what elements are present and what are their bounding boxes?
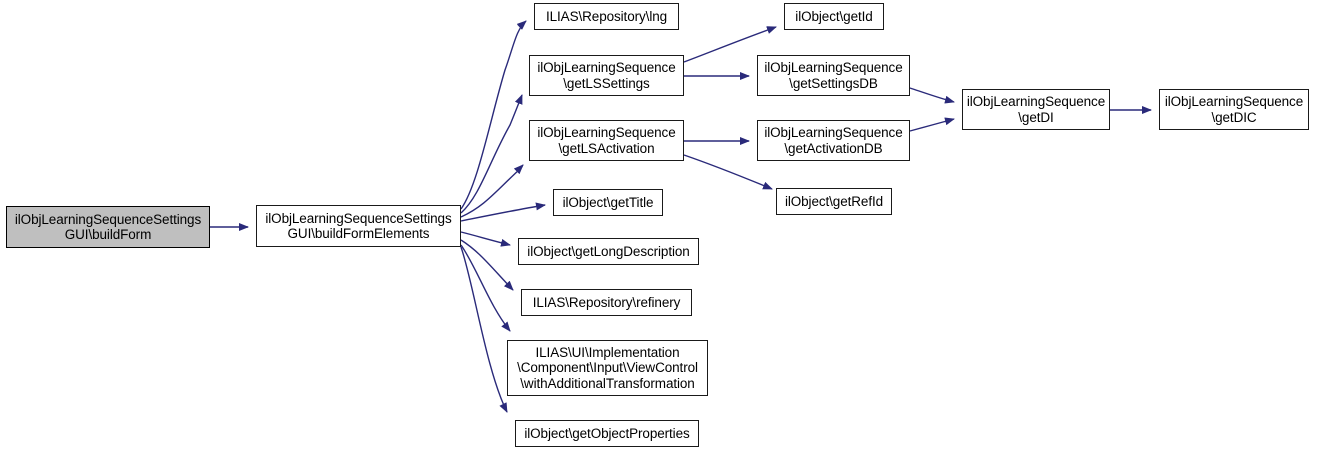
graph-node-withAdditionalTransformation[interactable]: ILIAS\UI\Implementation \Component\Input… <box>507 340 708 396</box>
graph-node-label: ilObjLearningSequenceSettings GUI\buildF… <box>265 210 452 242</box>
edge-buildFormElements-to-getLongDescription <box>460 231 511 247</box>
graph-node-label: ILIAS\UI\Implementation \Component\Input… <box>517 344 698 391</box>
graph-node-getDIC[interactable]: ilObjLearningSequence \getDIC <box>1159 89 1309 130</box>
graph-node-label: ilObjLearningSequence \getDI <box>966 94 1106 125</box>
graph-node-label: ilObjLearningSequence \getActivationDB <box>764 125 903 156</box>
graph-node-label: ilObjLearningSequence \getSettingsDB <box>764 60 903 91</box>
graph-node-getLSSettings[interactable]: ilObjLearningSequence \getLSSettings <box>529 55 684 96</box>
graph-node-getDI[interactable]: ilObjLearningSequence \getDI <box>962 89 1110 130</box>
graph-node-label: ilObject\getLongDescription <box>527 243 690 259</box>
edge-buildFormElements-to-getObjectProperties <box>460 246 508 413</box>
graph-node-label: ilObjLearningSequence \getLSSettings <box>537 60 676 91</box>
graph-node-label: ilObjLearningSequence \getDIC <box>1164 94 1304 125</box>
edge-buildFormElements-to-refinery <box>460 239 514 291</box>
graph-node-label: ilObject\getTitle <box>562 194 654 210</box>
graph-node-getLongDescription[interactable]: ilObject\getLongDescription <box>518 238 699 265</box>
graph-node-getId[interactable]: ilObject\getId <box>784 3 884 30</box>
edge-buildFormElements-to-getLSActivation <box>460 164 524 218</box>
graph-node-getActivationDB[interactable]: ilObjLearningSequence \getActivationDB <box>757 120 910 161</box>
graph-node-getTitle[interactable]: ilObject\getTitle <box>553 189 663 216</box>
graph-node-label: ILIAS\Repository\refinery <box>532 294 681 310</box>
graph-node-getRefId[interactable]: ilObject\getRefId <box>776 188 892 215</box>
edge-getSettingsDB-to-getDI <box>909 87 955 104</box>
edge-getActivationDB-to-getDI <box>909 117 955 132</box>
edge-buildFormElements-to-lng <box>460 20 527 210</box>
graph-node-label: ilObjLearningSequence \getLSActivation <box>537 125 676 156</box>
edge-buildFormElements-to-getLSSettings <box>460 94 523 214</box>
graph-node-label: ilObject\getObjectProperties <box>524 425 690 441</box>
graph-node-buildForm[interactable]: ilObjLearningSequenceSettings GUI\buildF… <box>6 206 210 248</box>
graph-node-buildFormElements[interactable]: ilObjLearningSequenceSettings GUI\buildF… <box>256 205 461 247</box>
graph-node-getLSActivation[interactable]: ilObjLearningSequence \getLSActivation <box>529 120 684 161</box>
graph-node-label: ilObject\getId <box>795 8 873 24</box>
graph-node-refinery[interactable]: ILIAS\Repository\refinery <box>521 289 692 316</box>
graph-node-getObjectProperties[interactable]: ilObject\getObjectProperties <box>515 420 699 447</box>
graph-node-lng[interactable]: ILIAS\Repository\lng <box>534 3 679 30</box>
edge-buildFormElements-to-withAdditionalTransformation <box>460 244 511 332</box>
graph-node-label: ilObject\getRefId <box>784 193 884 209</box>
edge-buildFormElements-to-getTitle <box>460 202 546 222</box>
graph-node-label: ILIAS\Repository\lng <box>545 8 668 24</box>
graph-node-getSettingsDB[interactable]: ilObjLearningSequence \getSettingsDB <box>757 55 910 96</box>
graph-node-label: ilObjLearningSequenceSettings GUI\buildF… <box>14 211 202 243</box>
